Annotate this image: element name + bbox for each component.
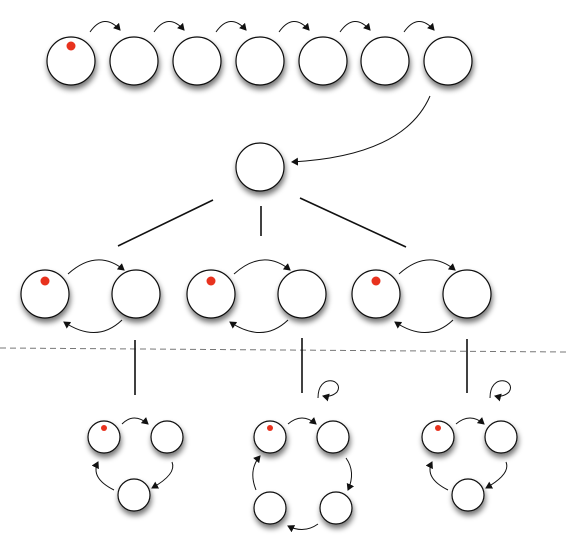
dashed-separator [0,348,567,352]
cycle-arrow-icon [288,418,316,424]
chain-node-icon [110,37,158,85]
long-arrow-icon [292,96,430,162]
pair-node-icon [443,270,491,318]
red-dot-marker-icon [101,425,107,431]
red-dot-marker-icon [435,425,441,431]
chain-node-icon [173,37,221,85]
chain-arrow-icon [279,21,309,32]
pair-back-arrow-icon [230,320,288,333]
center-node-icon [236,143,284,191]
connector-line-right [300,198,406,247]
pair-forward-arrow-icon [399,260,455,274]
cycle-arrow-icon [288,524,318,530]
self-loop-arrow-icon [318,381,338,398]
cycle-arrow-icon [346,458,352,490]
cycle-node-icon [118,479,150,511]
cycle-arrow-icon [253,456,260,490]
pair-back-arrow-icon [395,320,453,333]
pair-forward-arrow-icon [234,260,290,274]
chain-arrow-icon [340,21,370,32]
connector-line-left [118,200,213,246]
cycle-arrow-icon [486,462,507,488]
cycle-node-icon [151,421,183,453]
chain-arrow-icon [90,21,120,32]
chain-node-icon [236,37,284,85]
cycle-node-icon [320,492,352,524]
pair-back-arrow-icon [64,320,122,333]
cycle-node-icon [254,492,286,524]
red-dot-marker-icon [67,42,76,51]
cycle-arrow-icon [430,462,448,490]
red-dot-marker-icon [267,425,273,431]
chain-arrow-icon [404,21,434,32]
chain-node-icon [299,37,347,85]
chain-arrow-icon [216,21,246,32]
pair-node-icon [278,270,326,318]
nodes [21,37,517,524]
cycle-arrow-icon [456,418,484,424]
red-dot-marker-icon [207,277,216,286]
cycle-node-icon [452,479,484,511]
chain-node-icon [361,37,409,85]
chain-arrow-icon [154,21,184,32]
self-loop-arrow-icon [490,381,510,398]
cycle-node-icon [317,421,349,453]
cycle-node-icon [485,421,517,453]
cycle-arrow-icon [122,418,148,424]
pair-node-icon [112,270,160,318]
red-dot-marker-icon [41,277,50,286]
cycle-arrow-icon [152,462,173,488]
pair-forward-arrow-icon [68,260,124,274]
chain-node-icon [424,37,472,85]
cycle-arrow-icon [96,462,114,490]
red-dot-marker-icon [372,277,381,286]
